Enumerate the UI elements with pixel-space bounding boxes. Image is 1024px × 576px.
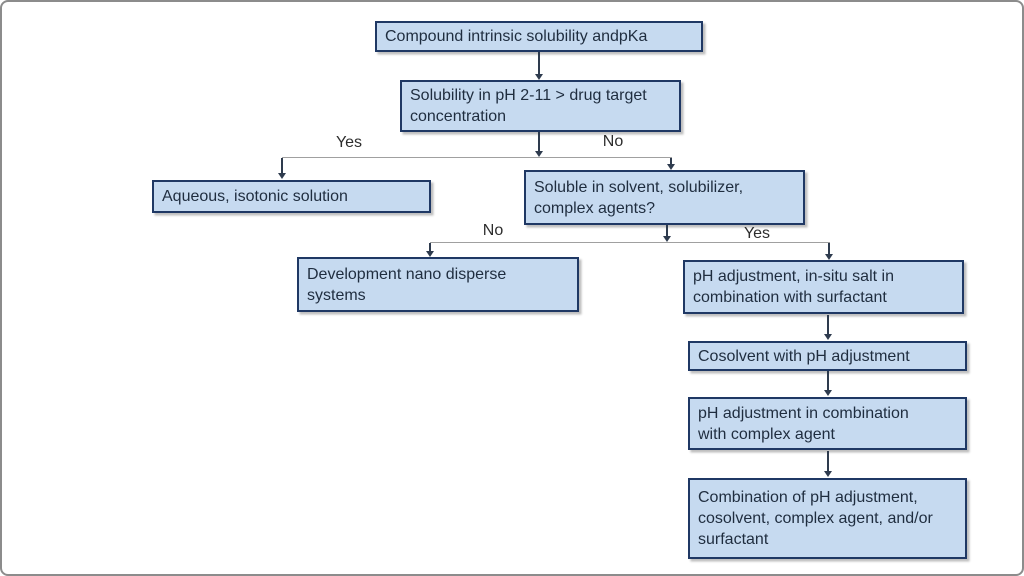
connector-branch2-to-ph-salt-arrow bbox=[824, 243, 834, 260]
node-aqueous-isotonic-solution: Aqueous, isotonic solution bbox=[152, 180, 431, 213]
arrow-head-icon bbox=[662, 236, 671, 242]
arrow-shaft bbox=[281, 158, 283, 174]
connector-solubility-to-branch1-arrow bbox=[534, 132, 544, 157]
node-cosolvent-with-ph-adjustment: Cosolvent with pH adjustment bbox=[688, 341, 967, 371]
arrow-head-icon bbox=[824, 254, 833, 260]
arrow-shaft bbox=[666, 225, 668, 237]
arrow-head-icon bbox=[277, 173, 286, 179]
arrow-head-icon bbox=[534, 74, 543, 80]
connector-branch1-to-soluble-arrow bbox=[666, 158, 676, 170]
branch1-no-label: No bbox=[602, 133, 624, 150]
node-soluble-in-solvent-solubilizer: Soluble in solvent, solubilizer, complex… bbox=[524, 170, 805, 225]
arrow-head-icon bbox=[823, 334, 832, 340]
branch1-line bbox=[282, 157, 672, 158]
connector-soluble-to-branch2-arrow bbox=[662, 225, 672, 242]
node-solubility-ph-vs-target: Solubility in pH 2-11 > drug target conc… bbox=[400, 80, 681, 132]
arrow-head-icon bbox=[666, 164, 675, 170]
branch2-yes-label: Yes bbox=[743, 225, 771, 242]
arrow-head-icon bbox=[823, 471, 832, 477]
arrow-shaft bbox=[538, 52, 540, 75]
arrow-shaft bbox=[827, 315, 829, 335]
branch1-yes-label: Yes bbox=[335, 134, 363, 151]
arrow-shaft bbox=[827, 371, 829, 391]
arrow-head-icon bbox=[534, 151, 543, 157]
arrow-shaft bbox=[670, 158, 672, 165]
arrow-head-icon bbox=[425, 251, 434, 257]
connector-branch2-to-nano-arrow bbox=[425, 243, 435, 257]
node-ph-adjustment-in-situ-salt-surfactant: pH adjustment, in-situ salt in combinati… bbox=[683, 260, 964, 314]
node-compound-intrinsic-solubility: Compound intrinsic solubility andpKa bbox=[375, 21, 703, 52]
arrow-shaft bbox=[429, 243, 431, 252]
arrow-shaft bbox=[538, 132, 540, 152]
node-combination-ph-cosolvent-complex-surfactant: Combination of pH adjustment, cosolvent,… bbox=[688, 478, 967, 559]
connector-cosolvent-to-ph-complex-arrow bbox=[823, 371, 833, 396]
branch2-line bbox=[430, 242, 830, 243]
branch2-no-label: No bbox=[482, 222, 504, 239]
connector-ph-complex-to-combination-arrow bbox=[823, 451, 833, 477]
node-ph-adjustment-with-complex-agent: pH adjustment in combination with comple… bbox=[688, 397, 967, 450]
arrow-shaft bbox=[827, 451, 829, 472]
connector-ph-salt-to-cosolvent-arrow bbox=[823, 315, 833, 340]
node-development-nano-disperse-systems: Development nano disperse systems bbox=[297, 257, 579, 312]
connector-compound-to-solubility-arrow bbox=[534, 52, 544, 80]
arrow-head-icon bbox=[823, 390, 832, 396]
connector-branch1-to-aqueous-arrow bbox=[277, 158, 287, 179]
arrow-shaft bbox=[828, 243, 830, 255]
